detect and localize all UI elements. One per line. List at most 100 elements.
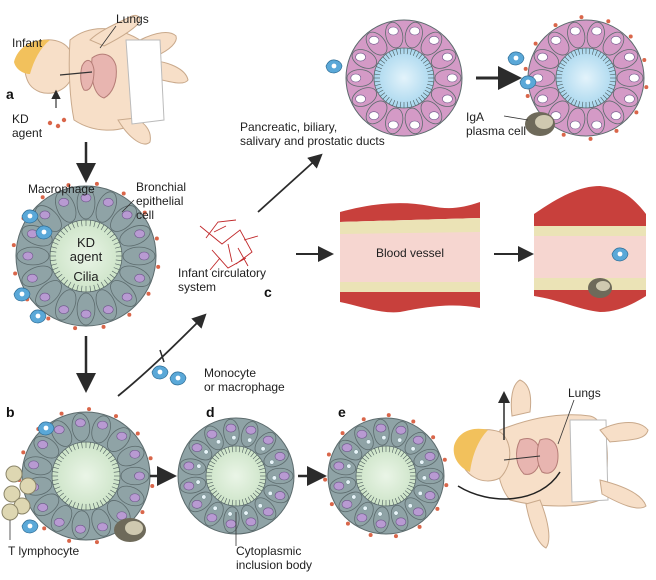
cilium — [247, 449, 252, 456]
inclusion-body — [267, 490, 273, 496]
cilium — [409, 48, 413, 55]
cilium — [81, 285, 83, 292]
duct-ring-left — [345, 19, 463, 137]
kd-agent-dot — [435, 506, 440, 511]
cilium — [217, 452, 222, 458]
macrophage-nucleus — [27, 523, 33, 529]
cilium — [564, 94, 570, 100]
cilium — [92, 502, 96, 509]
t-lymphocytes — [1, 465, 37, 540]
cell-nucleus — [274, 491, 286, 500]
cilium — [102, 498, 107, 504]
kd-agent-dot — [148, 456, 153, 461]
label-lungs-bottom: Lungs — [568, 386, 601, 400]
cilium — [111, 486, 118, 490]
label-bronchial-3: cell — [136, 208, 155, 222]
macrophage-nucleus — [525, 79, 531, 85]
kd-agent-dot — [431, 435, 436, 440]
cilium — [381, 499, 384, 506]
cilium — [61, 451, 67, 457]
inclusion-body — [257, 503, 263, 509]
cilium — [412, 100, 416, 106]
cell-nucleus — [102, 305, 114, 314]
kd-agent-dot — [345, 521, 350, 526]
cell-nucleus — [39, 210, 51, 220]
cilium — [57, 274, 63, 279]
macrophage-nucleus — [157, 369, 163, 375]
cilium — [254, 490, 260, 495]
cilium — [388, 51, 393, 58]
bronchial-ring-d — [177, 417, 295, 535]
cilium — [609, 83, 616, 87]
cell-nucleus — [75, 418, 86, 428]
cilium — [252, 492, 258, 498]
kd-agent-dot — [40, 195, 45, 200]
kd-agent-dot — [368, 533, 373, 538]
panel-label-d: d — [206, 404, 215, 420]
monocyte-join — [159, 349, 165, 363]
panel-label-b: b — [6, 404, 15, 420]
cilium — [570, 51, 575, 58]
cilium — [556, 69, 563, 73]
cilium — [96, 501, 100, 508]
cilium — [609, 73, 616, 76]
cilium — [115, 259, 122, 261]
cell-nucleus — [409, 26, 421, 36]
cilium — [370, 449, 375, 456]
cilium — [397, 449, 402, 456]
cilium — [400, 452, 405, 458]
kd-agent-dot — [94, 540, 99, 545]
macrophage-cluster — [13, 51, 629, 534]
kd-agent-dot — [523, 66, 528, 71]
label-kd-center-1: KD — [76, 235, 96, 250]
cilium — [412, 50, 416, 56]
cilium — [244, 448, 248, 454]
label-iga-1: IgA — [466, 110, 485, 124]
cilium — [374, 448, 378, 454]
cilium — [562, 59, 568, 64]
cilium — [58, 492, 64, 497]
cell-nucleus — [75, 524, 86, 534]
cilium — [115, 251, 122, 253]
cilium — [399, 101, 402, 108]
cilium — [406, 48, 409, 55]
cilium — [53, 466, 60, 470]
cilium — [81, 442, 83, 449]
cell-nucleus — [58, 305, 70, 314]
cilium — [99, 446, 104, 452]
label-circulatory-2: system — [178, 280, 217, 294]
inclusion-body — [271, 475, 277, 481]
cilium — [56, 489, 62, 494]
cilium — [606, 89, 613, 94]
cilium — [422, 59, 428, 64]
cilium — [89, 503, 91, 510]
cilium — [108, 492, 114, 497]
cilium — [208, 464, 214, 468]
cell-nucleus — [39, 292, 51, 302]
label-blood-vessel: Blood vessel — [375, 246, 445, 260]
cell-nucleus — [245, 517, 257, 527]
kd-agent-dot — [113, 414, 118, 419]
kd-agent-dot — [642, 58, 647, 63]
cilium — [424, 62, 431, 67]
cilium — [395, 48, 399, 55]
kd-agent-dot — [154, 236, 159, 241]
kd-agent-dot — [146, 291, 151, 296]
cilium — [76, 284, 79, 291]
macrophage-nucleus — [27, 213, 33, 219]
kd-agent-dot — [411, 419, 416, 424]
cilium — [382, 56, 388, 62]
cilium — [111, 462, 118, 466]
vessel-left — [340, 202, 480, 313]
kd-agent-dot — [67, 538, 72, 543]
cilium — [206, 471, 213, 474]
kd-agent-dot — [614, 128, 619, 133]
cilium — [72, 501, 76, 508]
cilium — [220, 449, 225, 456]
cilium — [374, 73, 381, 76]
cilium — [99, 500, 104, 506]
label-ducts-2: salivary and prostatic ducts — [240, 134, 385, 148]
cilium — [377, 446, 381, 453]
label-ducts-1: Pancreatic, biliary, — [240, 120, 338, 134]
cilium — [105, 495, 111, 501]
